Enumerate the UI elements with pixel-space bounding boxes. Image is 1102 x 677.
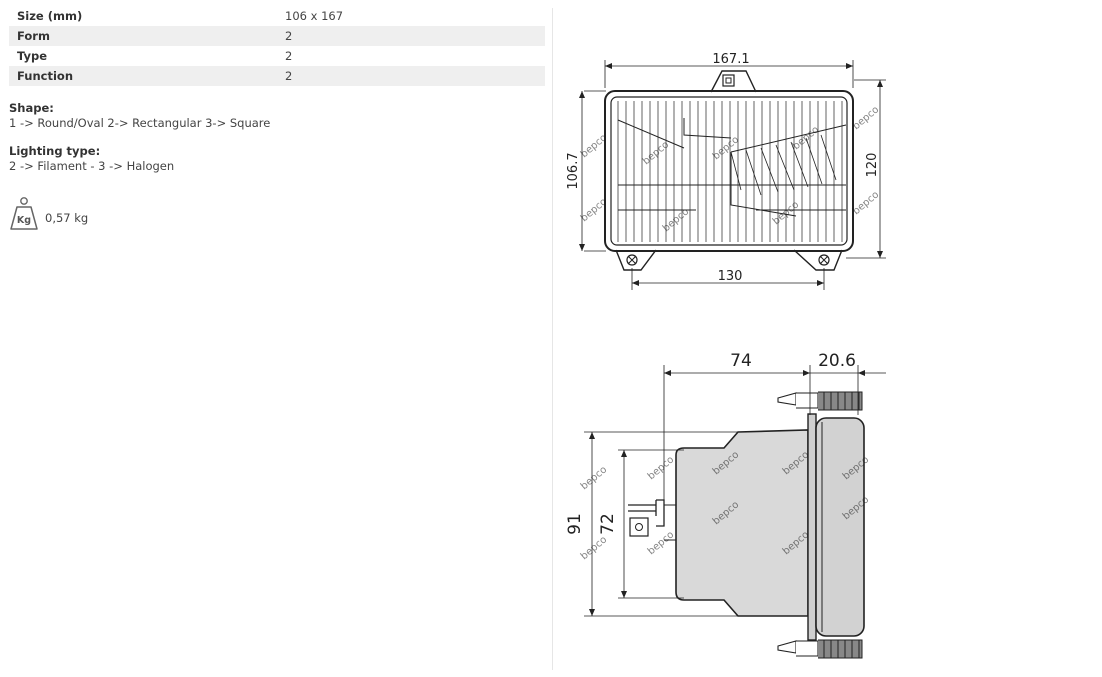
spec-row-function: Function 2 <box>9 66 545 86</box>
spec-value: 2 <box>285 29 293 43</box>
spec-row-form: Form 2 <box>9 26 545 46</box>
side-flange-dimension: 20.6 <box>818 351 856 371</box>
shape-legend: Shape: 1 -> Round/Oval 2-> Rectangular 3… <box>9 101 270 131</box>
svg-text:bepco: bepco <box>579 464 609 492</box>
front-top-dimension: 167.1 <box>712 52 749 67</box>
kg-weight-icon: Kg <box>10 197 38 230</box>
weight-value: 0,57 kg <box>45 211 89 225</box>
shape-heading: Shape: <box>9 101 54 115</box>
technical-drawing-panel: 167.1 130 106.7 120 <box>556 0 1102 673</box>
svg-text:bepco: bepco <box>641 139 671 167</box>
front-view-drawing <box>579 60 886 290</box>
weight-info: Kg 0,57 kg <box>9 196 88 232</box>
spec-key: Type <box>17 49 48 63</box>
shape-text: 1 -> Round/Oval 2-> Rectangular 3-> Squa… <box>9 116 271 130</box>
lighting-heading: Lighting type: <box>9 144 101 158</box>
side-view-drawing <box>584 365 886 659</box>
spec-key: Function <box>17 69 74 83</box>
svg-text:bepco: bepco <box>646 529 676 557</box>
front-left-dimension: 106.7 <box>566 152 581 189</box>
svg-text:bepco: bepco <box>579 534 609 562</box>
svg-text:bepco: bepco <box>851 104 881 132</box>
front-bottom-dimension: 130 <box>718 269 743 284</box>
spec-value: 106 x 167 <box>285 9 344 23</box>
spec-key: Form <box>17 29 50 43</box>
svg-text:bepco: bepco <box>791 124 821 152</box>
svg-text:bepco: bepco <box>646 454 676 482</box>
side-inner-dimension: 72 <box>598 513 618 535</box>
svg-text:bepco: bepco <box>711 134 741 162</box>
spec-value: 2 <box>285 69 293 83</box>
technical-drawing: 167.1 130 106.7 120 <box>565 52 886 659</box>
front-right-dimension: 120 <box>865 153 880 178</box>
spec-value: 2 <box>285 49 293 63</box>
side-outer-dimension: 91 <box>565 513 585 535</box>
side-depth-dimension: 74 <box>730 351 752 371</box>
panel-divider <box>552 8 553 670</box>
specifications-table: Size (mm) 106 x 167 Form 2 Type 2 Functi… <box>9 6 545 86</box>
lens-ribs <box>617 101 843 242</box>
spec-row-type: Type 2 <box>9 46 545 66</box>
spec-row-size: Size (mm) 106 x 167 <box>9 6 545 26</box>
product-details-panel: Size (mm) 106 x 167 Form 2 Type 2 Functi… <box>0 0 550 673</box>
spec-key: Size (mm) <box>17 9 83 23</box>
svg-text:bepco: bepco <box>851 189 881 217</box>
kg-icon-label: Kg <box>17 215 31 226</box>
lighting-text: 2 -> Filament - 3 -> Halogen <box>9 159 175 173</box>
lighting-legend: Lighting type: 2 -> Filament - 3 -> Halo… <box>9 144 174 174</box>
